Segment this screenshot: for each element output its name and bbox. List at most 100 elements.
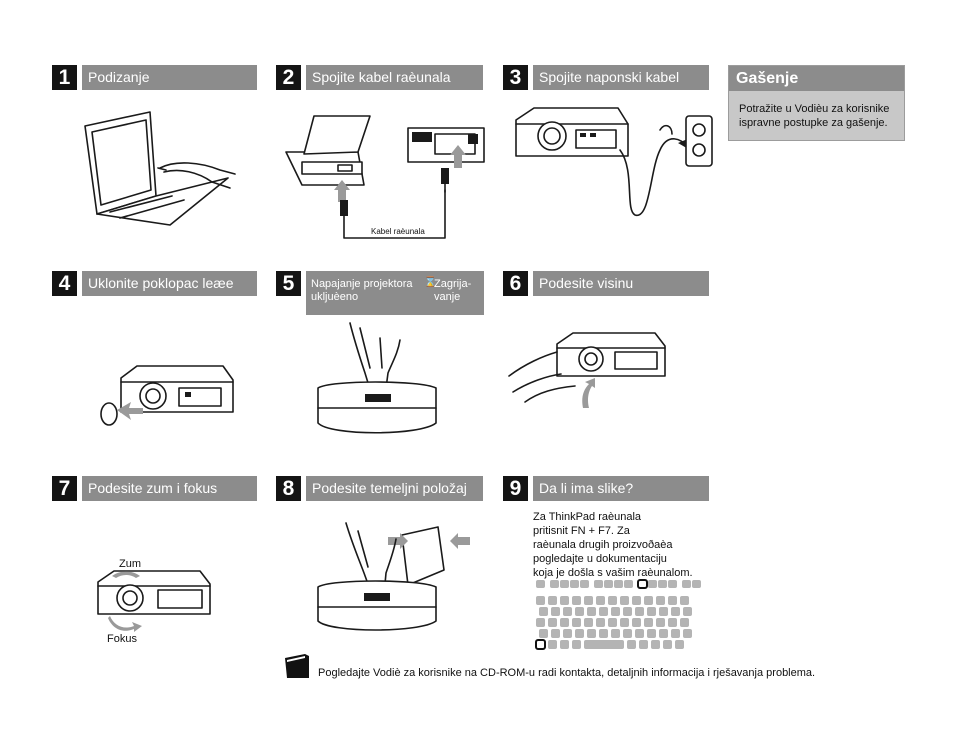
key [632,596,641,605]
key [668,596,677,605]
key [584,618,593,627]
step-4-header: 4 Uklonite poklopac leæe [52,271,257,296]
key [627,640,636,649]
key [608,618,617,627]
step-9-line: pritisnit FN + F7. Za [533,525,630,537]
key [596,596,605,605]
step-9-text: Za ThinkPad raèunala pritisnit FN + F7. … [533,510,693,580]
key [551,629,560,638]
power-on-line-1: Napajanje projektora [311,278,413,290]
key [644,618,653,627]
step-3-header: 3 Spojite naponski kabel [503,65,709,90]
key [548,640,557,649]
key [635,607,644,616]
key [536,580,545,588]
lens-cap-icon [100,402,118,426]
step-number: 1 [52,65,77,90]
key [692,580,701,588]
key [644,596,653,605]
key [584,596,593,605]
key [620,618,629,627]
key [680,596,689,605]
key [580,580,589,588]
key [635,629,644,638]
computer-cable-connection-illustration [285,115,485,239]
cable-label: Kabel raèunala [371,227,425,236]
step-number: 4 [52,271,77,296]
projector-power-button-illustration [317,322,437,434]
key [560,596,569,605]
key [659,629,668,638]
step-5-header: 5 Napajanje projektora ukljuèeno ⌛ Zagri… [276,271,486,315]
step-number: 3 [503,65,528,90]
key [575,629,584,638]
key [536,596,545,605]
step-9-header: 9 Da li ima slike? [503,476,709,501]
step-number: 6 [503,271,528,296]
step-1-header: 1 Podizanje [52,65,257,90]
key [539,629,548,638]
key [550,580,559,588]
focus-label: Fokus [107,633,137,645]
key [548,596,557,605]
warmup-line-1: Zagrija- [434,278,472,290]
step-7-header: 7 Podesite zum i fokus [52,476,257,501]
key [683,629,692,638]
key [656,618,665,627]
fn-key [535,639,546,650]
step-9-line: koja je došla s vašim raèunalom. [533,567,693,579]
key [587,607,596,616]
step-title: Podizanje [82,65,257,90]
key [656,596,665,605]
key [563,629,572,638]
step-number: 8 [276,476,301,501]
step-title: Napajanje projektora ukljuèeno ⌛ Zagrija… [306,271,484,315]
hourglass-icon: ⌛ [424,277,437,288]
key [668,618,677,627]
step-9-line: pogledajte u dokumentaciju [533,553,667,565]
key [671,629,680,638]
step-title: Spojite kabel raèunala [306,65,483,90]
book-icon [285,654,309,678]
step-8-header: 8 Podesite temeljni položaj [276,476,483,501]
key [594,580,603,588]
key [632,618,641,627]
projector-keystone-illustration [317,522,470,631]
step-number: 9 [503,476,528,501]
step-9-line: raèunala drugih proizvoðaèa [533,539,673,551]
step-number: 7 [52,476,77,501]
key [611,629,620,638]
key [651,640,660,649]
key [648,580,657,588]
step-title: Spojite naponski kabel [533,65,709,90]
key [675,640,684,649]
projector-power-illustration [515,107,713,216]
key [683,607,692,616]
projector-height-illustration [508,332,666,408]
key [611,607,620,616]
key [587,629,596,638]
key [551,607,560,616]
step-2-header: 2 Spojite kabel raèunala [276,65,483,90]
shutdown-box: Gašenje Potražite u Vodièu za korisnike … [728,65,905,141]
key [560,618,569,627]
step-9-line: Za ThinkPad raèunala [533,511,642,523]
key [584,640,624,649]
key [599,629,608,638]
f7-key [637,579,648,589]
key [647,607,656,616]
key [614,580,623,588]
key [668,580,677,588]
key [536,618,545,627]
key [623,629,632,638]
laptop-icon [84,111,236,226]
key [647,629,656,638]
shutdown-title: Gašenje [729,66,904,91]
step-title: Podesite zum i fokus [82,476,257,501]
key [658,580,667,588]
shutdown-text: Potražite u Vodièu za korisnike ispravne… [739,102,889,130]
step-6-header: 6 Podesite visinu [503,271,709,296]
key [680,618,689,627]
step-title: Podesite temeljni položaj [306,476,483,501]
key [599,607,608,616]
